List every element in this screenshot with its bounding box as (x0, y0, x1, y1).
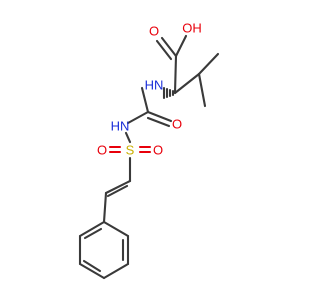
bond-vinyl-second (106, 184, 129, 198)
bond-nh-s (124, 131, 132, 144)
atom-o-urea: O (172, 117, 182, 132)
structure-canvas: OH O HN HN O O S O (78, 21, 220, 280)
bond-c-o-urea (146, 110, 173, 123)
bonds (78, 34, 220, 280)
ring-bond-3 (102, 262, 130, 280)
ring-inner-3 (83, 227, 103, 240)
ring-bond-6 (78, 220, 106, 238)
bond-cooh-c-o (160, 36, 178, 58)
bond-c-o-urea-second (146, 116, 171, 128)
bond-cbeta-me2 (197, 72, 207, 108)
bond-vinyl-phenyl (102, 191, 108, 224)
atom-nh-sulfonyl: HN (111, 119, 130, 134)
atom-o-s-left: O (97, 143, 107, 158)
bond-c-nh2 (126, 110, 150, 125)
bond-vinyl (104, 179, 132, 195)
atom-o-s-right: O (153, 143, 163, 158)
atom-s: S (126, 143, 135, 158)
bond-cooh-c-o-second (155, 39, 173, 61)
ring-bond-1 (102, 220, 130, 238)
bond-nh-c (140, 86, 150, 114)
ring-bond-4 (78, 262, 106, 280)
ring-inner-2 (82, 259, 102, 273)
atom-nh-alpha: HN (145, 78, 164, 93)
bond-alpha-cooh (173, 54, 178, 95)
atom-o-acid: O (149, 24, 159, 39)
atom-oh: OH (182, 21, 202, 36)
stereo-hash (162, 86, 175, 100)
bond-alpha-cbeta (173, 72, 201, 95)
bond-cbeta-me1 (197, 52, 220, 76)
atom-labels: OH O HN HN O O S O (97, 21, 202, 158)
bond-cooh-c-oh (174, 34, 188, 58)
